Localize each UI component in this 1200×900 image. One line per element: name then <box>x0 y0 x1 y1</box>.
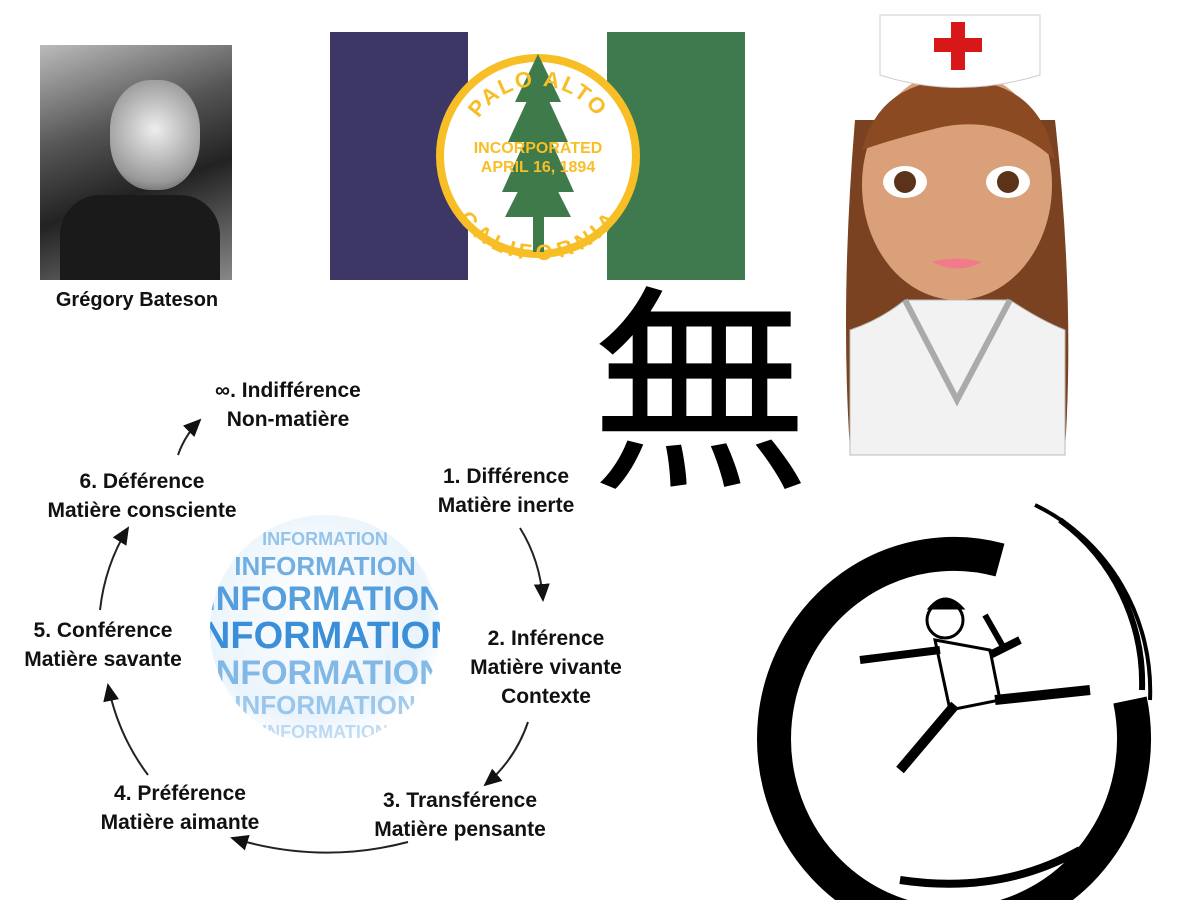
kanji-mu: 無 <box>590 267 811 523</box>
cycle-step-1: 1. Différence Matière inerte <box>438 462 575 520</box>
step-title: 2. Inférence <box>487 627 605 650</box>
step-subtitle: Matière aimante <box>100 811 260 834</box>
cycle-step-6: 6. Déférence Matière consciente <box>47 467 236 525</box>
sphere-word: INFORMATION <box>234 551 416 581</box>
palo-alto-flag: PALO ALTO CALIFORNIA INCORPORATED APRIL … <box>330 32 745 280</box>
step-subtitle: Matière savante <box>24 648 182 671</box>
bateson-portrait <box>40 45 232 280</box>
step-extra: Contexte <box>501 685 591 708</box>
arrow-6-to-inf <box>177 418 202 456</box>
step-subtitle: Non-matière <box>226 408 350 431</box>
step-title: 5. Conférence <box>33 619 173 642</box>
cycle-step-3: 3. Transférence Matière pensante <box>374 786 546 844</box>
sphere-word: INFORMATION <box>262 722 388 742</box>
cycle-step-2: 2. Inférence Matière vivante Contexte <box>470 624 622 711</box>
cycle-step-infinity: ∞. Indifférence Non-matière <box>215 376 361 434</box>
sphere-word: INFORMATION <box>262 529 388 549</box>
redwood-tree-icon <box>502 54 574 252</box>
step-title: 1. Différence <box>442 465 570 488</box>
step-subtitle: Matière pensante <box>374 818 546 841</box>
step-title: 4. Préférence <box>114 782 246 805</box>
step-title: 6. Déférence <box>79 470 205 493</box>
arrow-4-to-5 <box>103 683 149 776</box>
step-title: ∞. Indifférence <box>215 379 361 402</box>
arrow-3-to-4 <box>230 835 409 854</box>
arrow-5-to-6 <box>99 526 130 611</box>
cycle-step-5: 5. Conférence Matière savante <box>24 616 182 674</box>
arrow-1-to-2 <box>519 527 550 602</box>
sphere-word: INFORMATION <box>206 654 443 692</box>
cycle-step-4: 4. Préférence Matière aimante <box>101 779 260 837</box>
step-subtitle: Matière vivante <box>470 656 622 679</box>
step-subtitle: Matière consciente <box>47 499 237 522</box>
sphere-word: INFORMATION <box>192 615 457 657</box>
sphere-word: INFORMATION <box>234 690 416 720</box>
sphere-word: INFORMATION <box>206 580 443 618</box>
step-subtitle: Matière inerte <box>437 494 575 517</box>
flag-incorporated: INCORPORATED <box>474 140 603 157</box>
portrait-caption: Grégory Bateson <box>55 289 219 311</box>
arrow-2-to-3 <box>483 721 529 787</box>
step-title: 3. Transférence <box>382 789 538 812</box>
flag-date: APRIL 16, 1894 <box>481 159 596 176</box>
